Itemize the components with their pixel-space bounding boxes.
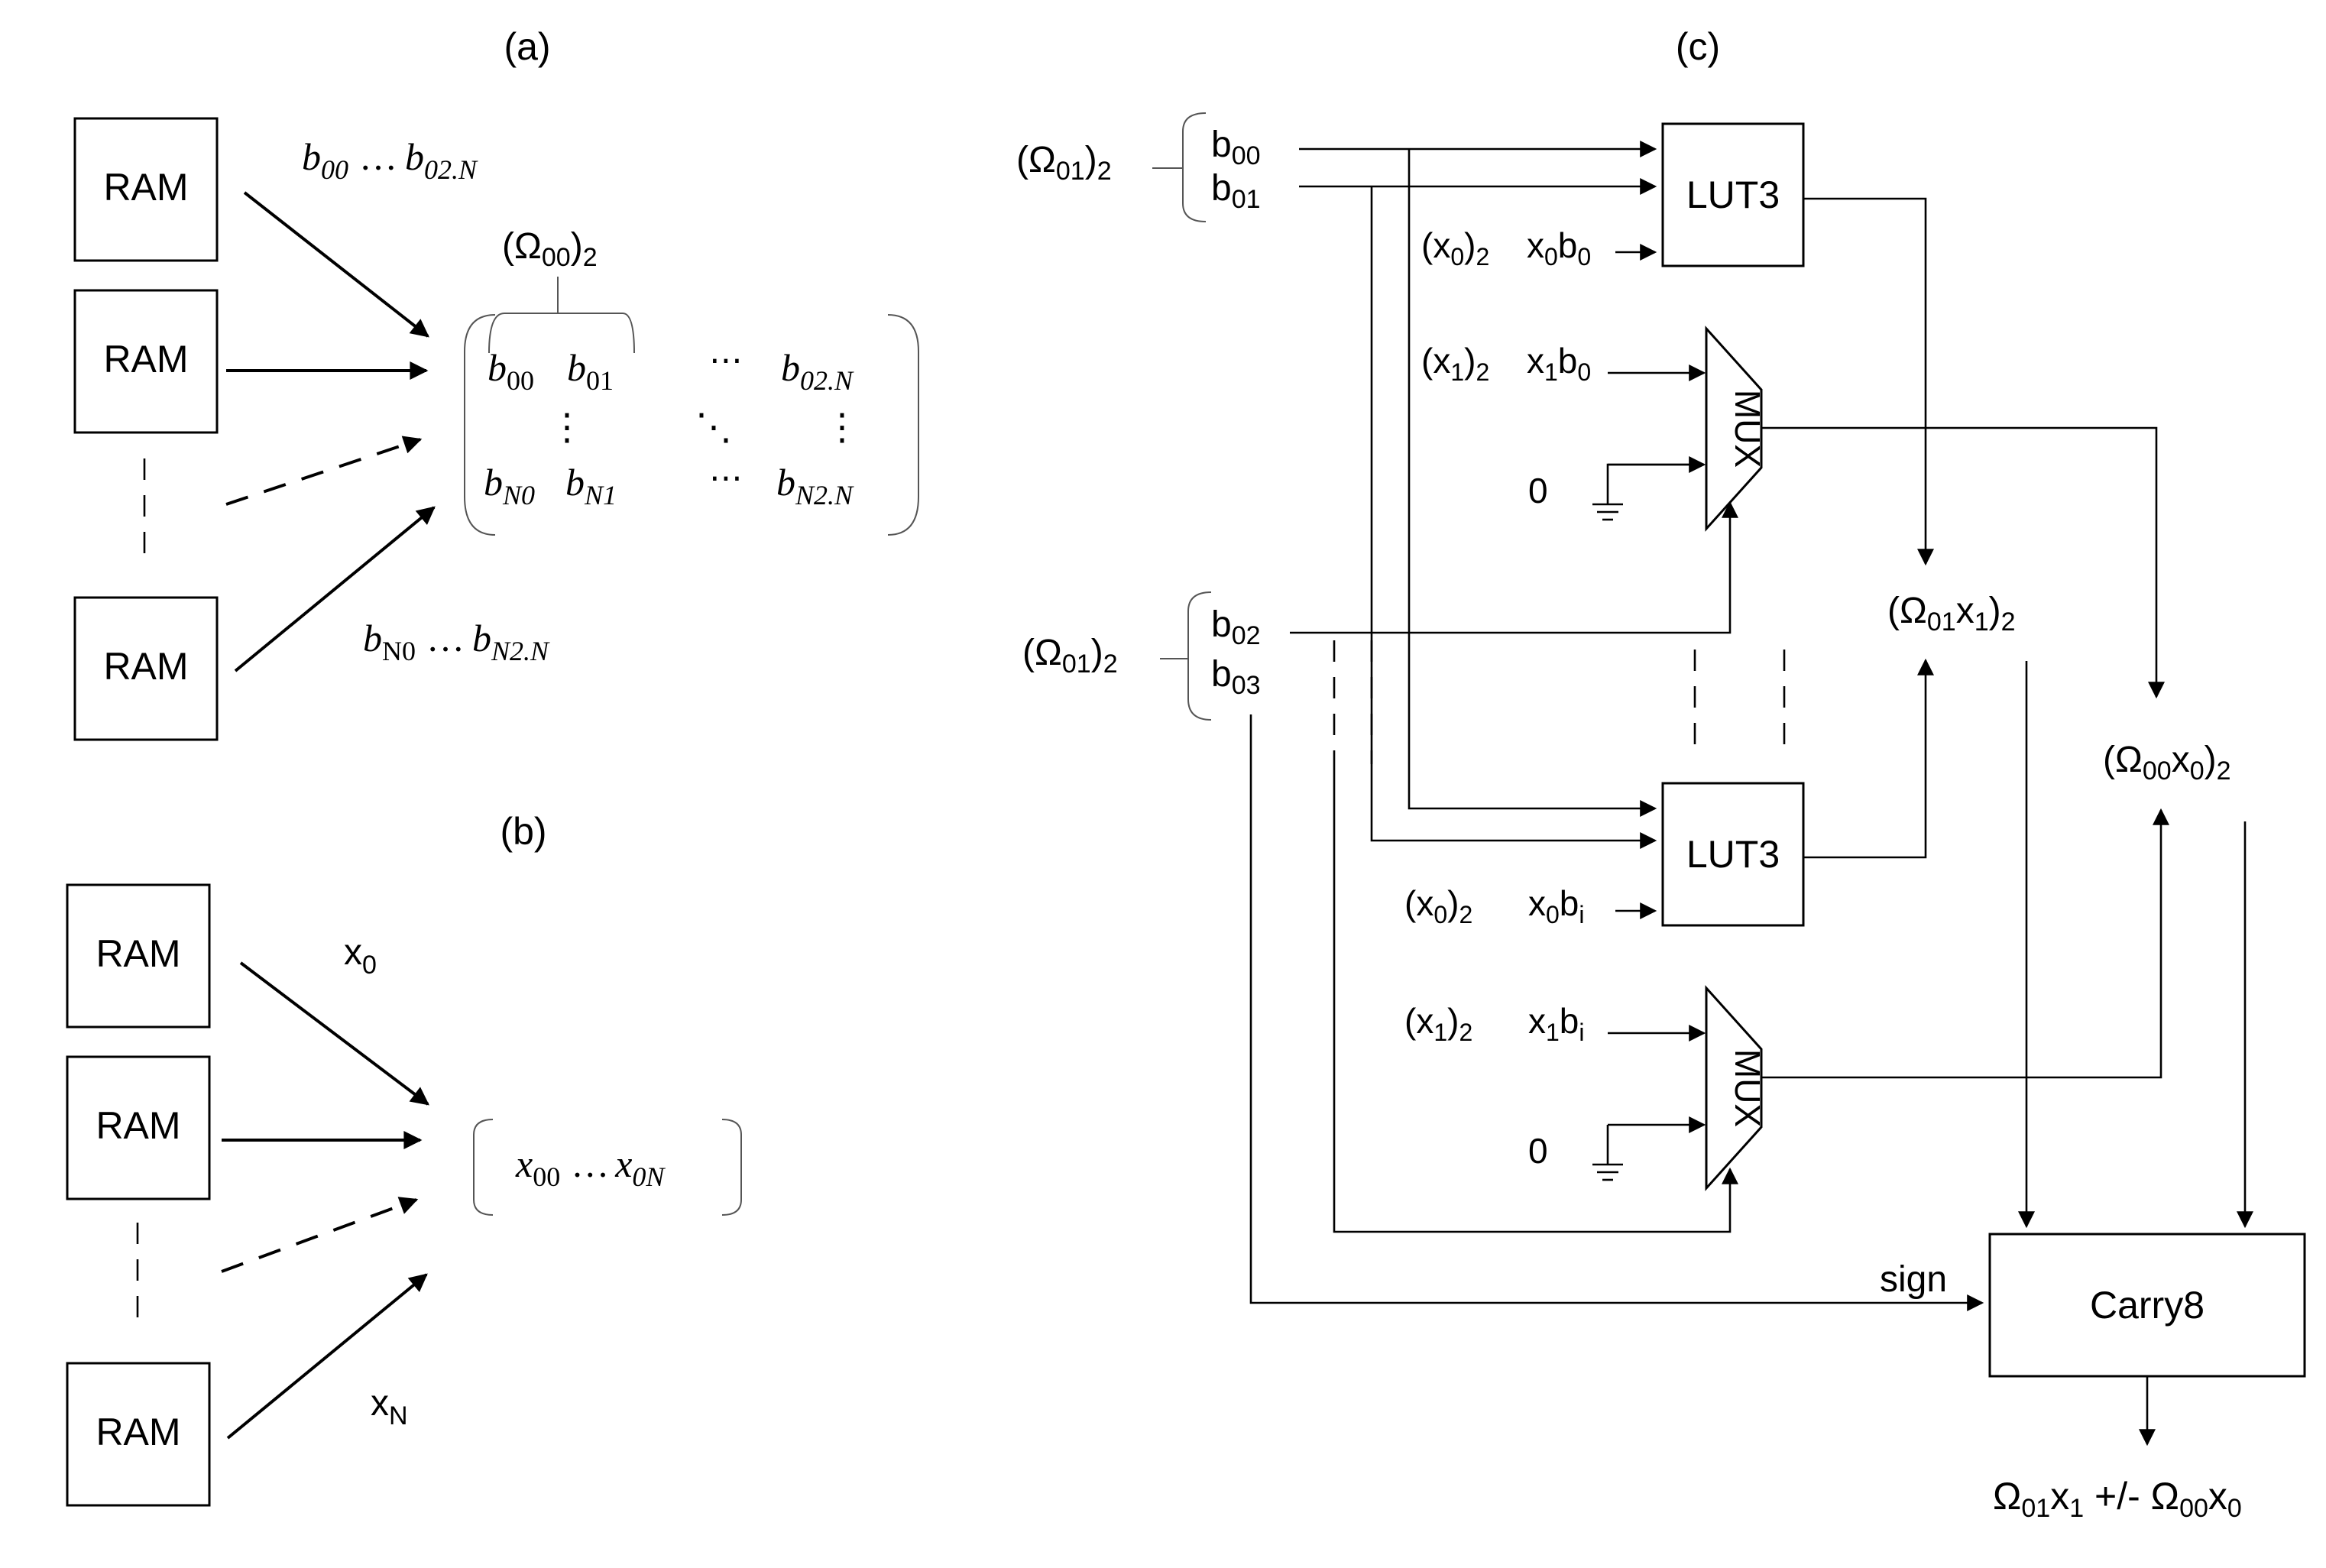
wire-b01-lut3-bottom bbox=[1370, 186, 1657, 849]
matrix-left-bracket bbox=[464, 314, 496, 536]
matrix-b00: b00 bbox=[488, 346, 534, 396]
svg-text:MUX: MUX bbox=[1728, 1049, 1767, 1127]
panel-b-label: (b) bbox=[500, 810, 546, 853]
ram-block-a1: RAM bbox=[73, 117, 219, 262]
arrow-a3 bbox=[234, 506, 436, 672]
matrix-bN2N: bN2.N bbox=[776, 461, 854, 510]
matrix-bN1: bN1 bbox=[565, 461, 617, 510]
matrix-b02N: b02.N bbox=[781, 346, 854, 396]
ground-icon bbox=[1592, 463, 1704, 521]
matrix-vdots-col1: ⋮ bbox=[549, 407, 585, 448]
wire-lut3-top-out bbox=[1803, 197, 1934, 566]
x0b0-label: x0b0 bbox=[1527, 225, 1591, 271]
ram-block-a2: RAM bbox=[73, 289, 219, 434]
x0bi-label: x0bi bbox=[1528, 883, 1585, 928]
ram-block-b3: RAM bbox=[66, 1362, 211, 1507]
matrix-b01: b01 bbox=[567, 346, 614, 396]
svg-text:LUT3: LUT3 bbox=[1686, 173, 1780, 216]
bottom-ram-stream-label: bN0…bN2.N bbox=[363, 617, 550, 666]
omega01-bottom-label: (Ω01)2 bbox=[1022, 633, 1118, 679]
svg-text:LUT3: LUT3 bbox=[1686, 833, 1780, 876]
matrix-bN0: bN0 bbox=[484, 461, 535, 510]
svg-text:RAM: RAM bbox=[103, 338, 188, 381]
wire-mux-bottom-out bbox=[1761, 808, 2169, 1079]
ram-block-a3: RAM bbox=[73, 596, 219, 741]
matrix-hdots-row2: ⋯ bbox=[709, 459, 743, 497]
omega00-group-label: (Ω00)2 bbox=[502, 226, 598, 272]
panel-a-label: (a) bbox=[504, 25, 550, 68]
arrow-b3 bbox=[226, 1273, 428, 1440]
x0-stream-label: x0 bbox=[344, 932, 377, 980]
svg-text:MUX: MUX bbox=[1728, 390, 1767, 468]
omega01x1-label: (Ω01x1)2 bbox=[1887, 591, 2016, 637]
wire-b02-mux-bottom-select bbox=[1333, 764, 1738, 1233]
ram-block-b2: RAM bbox=[66, 1055, 211, 1200]
svg-text:RAM: RAM bbox=[96, 1104, 180, 1147]
mux-bottom: MUX bbox=[1705, 985, 1767, 1191]
omega00-group-brace bbox=[488, 277, 635, 354]
omega00x0-label: (Ω00x0)2 bbox=[2103, 740, 2231, 786]
svg-text:RAM: RAM bbox=[103, 166, 188, 209]
x0-reg-label-top: (x0)2 bbox=[1421, 225, 1489, 271]
sign-label: sign bbox=[1880, 1259, 1947, 1300]
omega01-bottom-brace bbox=[1160, 591, 1212, 721]
matrix-right-bracket bbox=[887, 314, 919, 536]
lut3-bottom: LUT3 bbox=[1661, 782, 1805, 927]
x1b0-label: x1b0 bbox=[1527, 341, 1591, 386]
b00-label: b00 bbox=[1211, 125, 1261, 170]
matrix-hdots-row1: ⋯ bbox=[709, 342, 743, 379]
arrow-b1 bbox=[239, 961, 429, 1106]
zero-label-bottom: 0 bbox=[1528, 1131, 1548, 1171]
omega01-top-brace bbox=[1152, 112, 1207, 222]
matrix-ddots: ⋱ bbox=[695, 407, 732, 448]
lut3-top: LUT3 bbox=[1661, 122, 1805, 267]
panel-c: (c) (Ω01)2 b00 b01 (Ω01)2 b02 b03 LUT3 bbox=[1016, 25, 2306, 1523]
matrix-vdots-col4: ⋮ bbox=[824, 407, 860, 448]
svg-text:Carry8: Carry8 bbox=[2090, 1284, 2205, 1327]
wire-b00-lut3-bottom bbox=[1408, 149, 1657, 817]
vector-left-bracket bbox=[473, 1119, 494, 1216]
x0-reg-label-bottom: (x0)2 bbox=[1404, 883, 1472, 928]
ram-block-b1: RAM bbox=[66, 883, 211, 1029]
omega01-top-label: (Ω01)2 bbox=[1016, 140, 1112, 186]
svg-text:RAM: RAM bbox=[96, 932, 180, 975]
carry8-block: Carry8 bbox=[1988, 1233, 2306, 1378]
ground-icon-bottom bbox=[1592, 1125, 1623, 1181]
panel-a: (a) RAM RAM RAM b00…b02.N bN0…bN2.N (Ω00… bbox=[73, 25, 919, 741]
wire-mux-top-out bbox=[1761, 426, 2165, 699]
result-label: Ω01x1 +/- Ω00x0 bbox=[1993, 1475, 2242, 1523]
wire-b03-sign bbox=[1249, 714, 1984, 1311]
x1bi-label: x1bi bbox=[1528, 1001, 1585, 1046]
zero-label-top: 0 bbox=[1528, 471, 1548, 510]
panel-b: (b) RAM RAM RAM x0 xN x00…x0N bbox=[66, 810, 742, 1507]
xN-stream-label: xN bbox=[371, 1383, 408, 1430]
arrow-b-dashed bbox=[221, 1197, 419, 1273]
wire-lut3-bottom-out bbox=[1803, 658, 1934, 859]
arrow-a1 bbox=[243, 191, 429, 338]
mux-top: MUX bbox=[1705, 326, 1767, 532]
x1-reg-label-top: (x1)2 bbox=[1421, 341, 1489, 386]
vector-right-bracket bbox=[721, 1119, 742, 1216]
b02-label: b02 bbox=[1211, 604, 1261, 650]
x1-reg-label-bottom: (x1)2 bbox=[1404, 1001, 1472, 1046]
vector-x-contents: x00…x0N bbox=[515, 1142, 666, 1192]
b03-label: b03 bbox=[1211, 654, 1261, 700]
svg-text:RAM: RAM bbox=[103, 645, 188, 688]
panel-c-label: (c) bbox=[1676, 25, 1720, 68]
b01-label: b01 bbox=[1211, 168, 1261, 214]
svg-text:RAM: RAM bbox=[96, 1411, 180, 1453]
wire-b02-mux-top-select bbox=[1290, 501, 1738, 634]
top-ram-stream-label: b00…b02.N bbox=[302, 135, 478, 185]
arrow-a-dashed bbox=[225, 436, 423, 506]
